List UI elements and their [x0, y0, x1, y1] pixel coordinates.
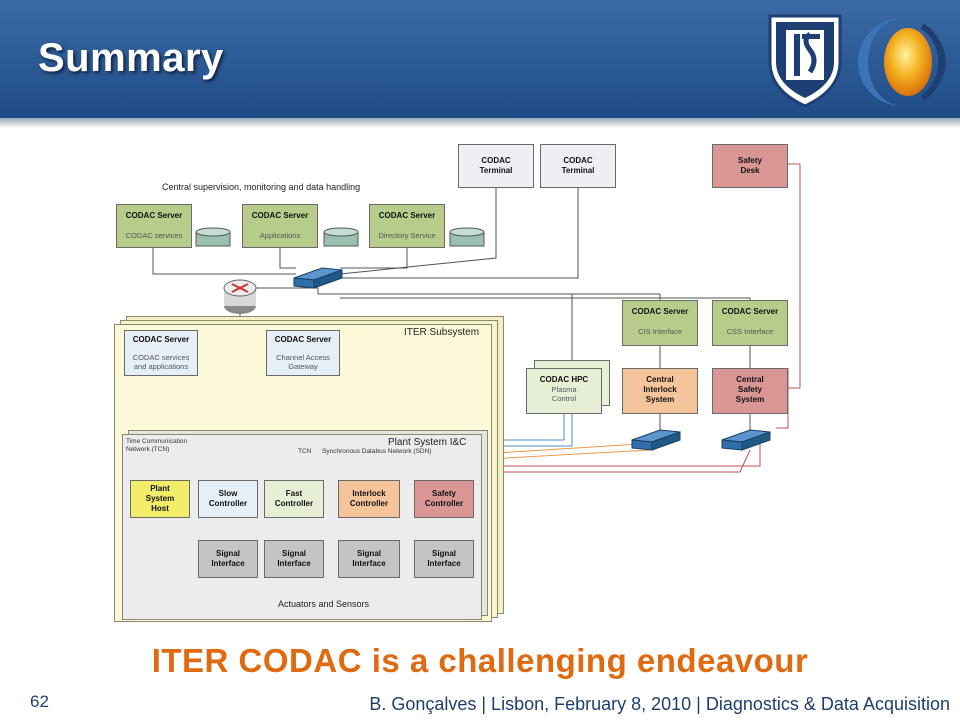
signal-interface-2: Signal Interface — [264, 540, 324, 578]
slow-controller: Slow Controller — [198, 480, 258, 518]
codac-server-directory: CODAC Server Directory Service — [369, 204, 445, 248]
iter-subsystem-label: ITER Subsystem — [404, 327, 480, 338]
signal-interface-1: Signal Interface — [198, 540, 258, 578]
tcn-short-label: TCN — [298, 448, 312, 455]
safety-controller: Safety Controller — [414, 480, 474, 518]
codac-architecture-diagram: Central supervision, monitoring and data… — [0, 128, 960, 628]
slide-tagline: ITER CODAC is a challenging endeavour — [151, 642, 809, 679]
tcn-label-1: Time Communication — [126, 438, 188, 445]
plant-system-panel — [122, 434, 482, 620]
codac-hpc: CODAC HPC Plasma Control — [526, 368, 602, 414]
codac-terminal-1: CODAC Terminal — [458, 144, 534, 188]
plant-system-label: Plant System I&C — [388, 437, 467, 448]
ipfn-logo — [858, 18, 946, 106]
fast-controller: Fast Controller — [264, 480, 324, 518]
actuators-sensors-label: Actuators and Sensors — [278, 599, 370, 609]
slide-title: Summary — [38, 36, 224, 80]
router-icon — [223, 279, 257, 314]
central-interlock-system: Central Interlock System — [622, 368, 698, 414]
central-supervision-label: Central supervision, monitoring and data… — [162, 182, 361, 192]
sdn-label: Synchronous Databus Network (SDN) — [322, 448, 432, 455]
page-number: 62 — [30, 692, 49, 711]
codac-server-css: CODAC Server CSS Interface — [712, 300, 788, 346]
safety-desk: Safety Desk — [712, 144, 788, 188]
subsystem-channel-access-server: CODAC Server Channel Access Gateway — [266, 330, 340, 376]
interlock-controller: Interlock Controller — [338, 480, 400, 518]
plant-system-host: Plant System Host — [130, 480, 190, 518]
subsystem-codac-server: CODAC Server CODAC services and applicat… — [124, 330, 198, 376]
ist-shield-logo — [768, 14, 842, 108]
codac-server-applications: CODAC Server Applications — [242, 204, 318, 248]
codac-terminal-2: CODAC Terminal — [540, 144, 616, 188]
signal-interface-4: Signal Interface — [414, 540, 474, 578]
codac-server-cis: CODAC Server CIS Interface — [622, 300, 698, 346]
header-shadow — [0, 118, 960, 128]
slide-footer: B. Gonçalves | Lisbon, February 8, 2010 … — [369, 694, 950, 714]
central-safety-system: Central Safety System — [712, 368, 788, 414]
tcn-label-2: Network (TCN) — [126, 446, 170, 453]
codac-server-services: CODAC Server CODAC services — [116, 204, 192, 248]
signal-interface-3: Signal Interface — [338, 540, 400, 578]
